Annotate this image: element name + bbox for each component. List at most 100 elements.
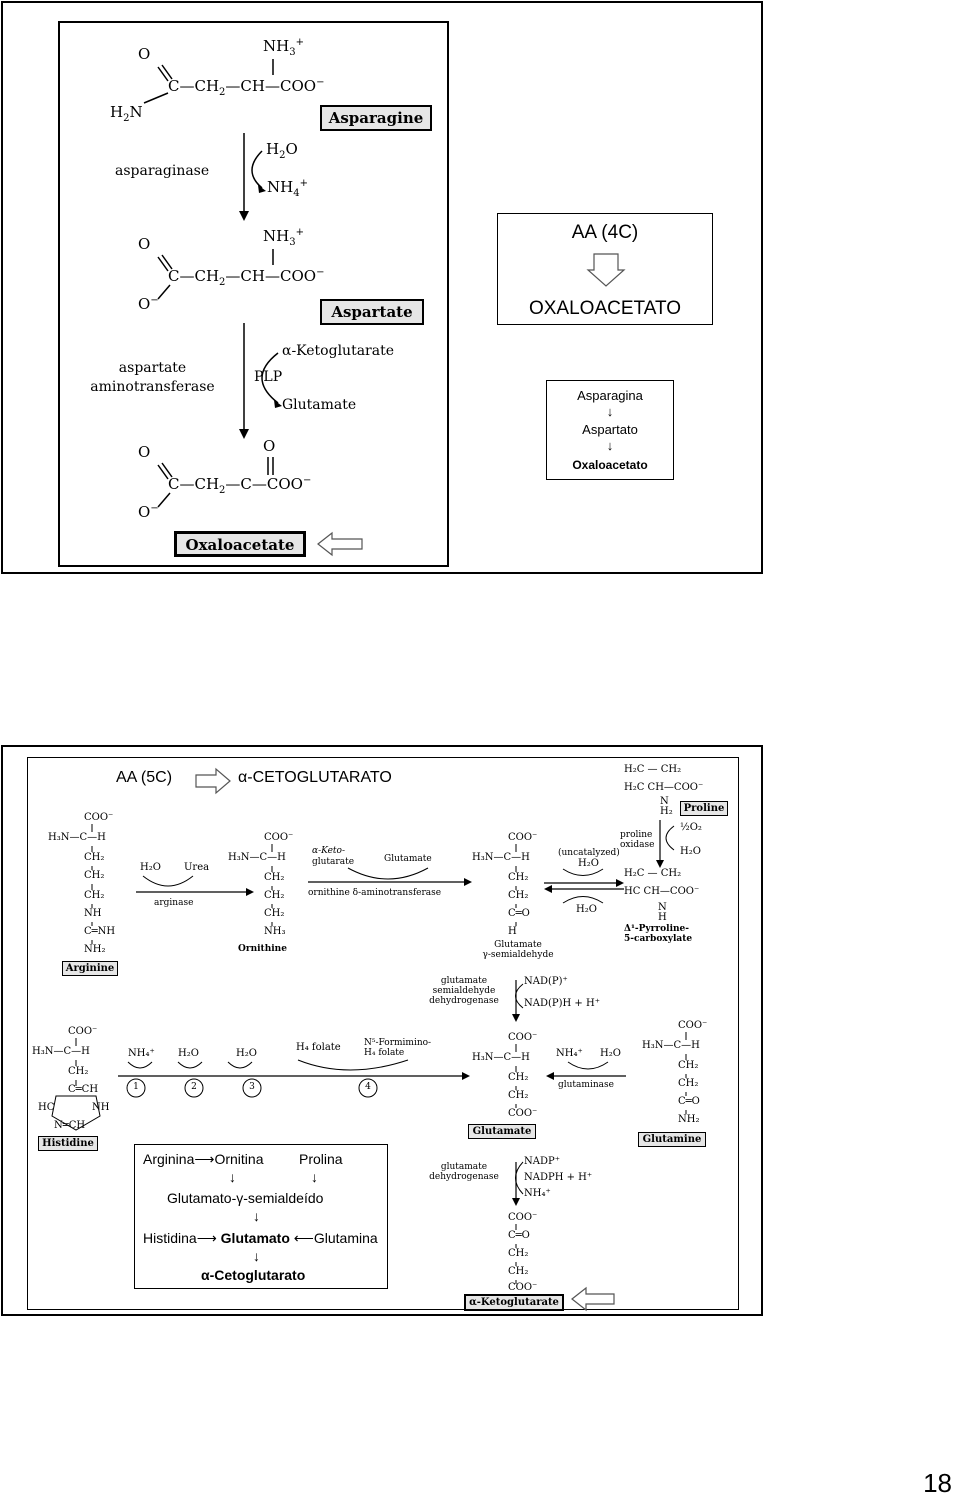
summary-histidina: Histidina: [143, 1230, 197, 1246]
gdh-enzyme: glutamate dehydrogenase: [414, 1162, 514, 1182]
p5c-ring-n: N: [658, 902, 667, 913]
glutamine-co: C═O: [678, 1096, 700, 1107]
akg-pathway-lines: [51, 820, 687, 1284]
asparagine-pathway-panel: O NH3+ C—CH2—CH—COO− H2N Asparagine aspa…: [58, 21, 449, 567]
gsadh-line3: dehydrogenase: [429, 996, 499, 1006]
step2-glutamate: Glutamate: [282, 397, 357, 413]
gsa-alpha: H₃N—C—H: [472, 852, 530, 863]
oxaloacetate-label: Oxaloacetate: [174, 531, 306, 557]
akg-highlight-arrow-icon: [571, 1286, 615, 1312]
asparagine-label: Asparagine: [320, 105, 432, 131]
slide-alpha-ketoglutarate: AA (5C) α-CETOGLUTARATO: [1, 745, 763, 1316]
ornithine-nh3: NH₃: [264, 926, 286, 937]
gsa-coo: COO⁻: [508, 832, 538, 843]
histidine-coo: COO⁻: [68, 1026, 98, 1037]
summary-arrow-pro-icon: ↓: [311, 1169, 318, 1185]
oxaloacetate-c2: C: [240, 475, 252, 493]
prox-line2: oxidase: [620, 840, 655, 850]
p5c-label-line1: Δ¹-Pyrroline-: [624, 924, 689, 934]
aspartate-nh3-sup: +: [295, 227, 304, 238]
gsadh-in: NAD(P)⁺: [524, 976, 568, 987]
akg-ch2a: CH₂: [508, 1248, 529, 1259]
oat-akg-line1: α-Keto-: [312, 846, 346, 856]
glutamate-ch2a: CH₂: [508, 1072, 529, 1083]
aspartate-o-bottom: O−: [138, 295, 159, 313]
akg-co: C═O: [508, 1230, 530, 1241]
step1-h2o-h: H: [266, 140, 280, 158]
gsa-ch2a: CH₂: [508, 872, 529, 883]
glutamate-coo2: COO⁻: [508, 1108, 538, 1119]
ornithine-coo: COO⁻: [264, 832, 294, 843]
asparagine-nh3-text: NH: [263, 37, 290, 55]
down-hollow-arrow-icon: [586, 253, 626, 287]
glutaminase-enzyme: glutaminase: [558, 1080, 614, 1090]
oxaloacetate-o-keto: O: [263, 437, 276, 455]
proline-ring-mid: H₂C CH—COO⁻: [624, 782, 704, 793]
oxaloacetate-c: C: [168, 475, 180, 493]
arginine-label: Arginine: [62, 961, 118, 976]
oxaloacetate-o-top: O: [138, 443, 151, 461]
prox-o2: ½O₂: [680, 822, 702, 833]
aa4c-title: AA (4C): [571, 222, 639, 243]
aminotransferase-line2: aminotransferase: [90, 379, 215, 395]
asparagine-ch: CH: [240, 77, 265, 95]
aa4c-title-box: AA (4C) OXALOACETATO: [497, 213, 713, 325]
arginine-guan: C═NH: [84, 926, 116, 937]
ornithine-alpha: H₃N—C—H: [228, 852, 286, 863]
his-formimino-line1: N⁵-Formimino-: [364, 1038, 432, 1048]
his-nh4: NH₄⁺: [128, 1048, 155, 1059]
oat-glutamate: Glutamate: [384, 854, 432, 864]
gsa-h: H: [508, 926, 517, 937]
his-step-1: 1: [133, 1082, 139, 1092]
right-hollow-arrow-icon: [195, 767, 231, 795]
histidine-ring-top: C═CH: [68, 1084, 99, 1095]
aspartate-nh3-text: NH: [263, 227, 290, 245]
summary-gln-arrow-icon: ⟵: [293, 1230, 314, 1246]
pathway-bonds: [143, 59, 282, 508]
aspartate-c: C: [168, 267, 180, 285]
aspartate-ch: CH: [240, 267, 265, 285]
oxaloacetate-chain: C—CH2—C—COO−: [168, 475, 312, 496]
step1-h2o-o: O: [285, 140, 298, 158]
gdh-in: NADP⁺: [524, 1156, 560, 1167]
asparagine-nh3: NH3+: [263, 37, 304, 58]
aspartate-label: Aspartate: [320, 299, 424, 325]
ornithine-label: Ornithine: [238, 944, 287, 954]
asparagine-nh3-sub: 3: [289, 47, 296, 58]
page-number: 18: [923, 1468, 952, 1498]
summary-arg-row: Arginina⟶Ornitina: [143, 1151, 263, 1168]
aa5c-header-left: AA (5C): [116, 769, 173, 786]
summary-ornitina: Ornitina: [214, 1151, 264, 1167]
summary-akg: α-Cetoglutarato: [201, 1267, 306, 1283]
gsa-label-line2: γ-semialdehyde: [482, 950, 554, 960]
akg-coo2: COO⁻: [508, 1282, 538, 1293]
summary-asparagina: Asparagina: [577, 388, 643, 403]
gsadh-out: NAD(P)H + H⁺: [524, 998, 600, 1009]
gdh-out1: NADPH + H⁺: [524, 1172, 593, 1183]
arginine-coo: COO⁻: [84, 812, 114, 823]
glutamine-ch2a: CH₂: [678, 1060, 699, 1071]
akg-summary-box: Arginina⟶Ornitina Prolina ↓ ↓ Glutamato-…: [134, 1144, 388, 1289]
asparagine-h2n-n: N: [129, 103, 143, 121]
proline-ring-nh2: H₂: [660, 806, 673, 817]
gsadh-enzyme: glutamate semialdehyde dehydrogenase: [414, 976, 514, 1006]
gsa-ch2b: CH₂: [508, 890, 529, 901]
glutamine-alpha: H₃N—C—H: [642, 1040, 700, 1051]
histidine-label: Histidine: [38, 1136, 98, 1151]
oxaloacetate-o-bottom-text: O: [138, 503, 151, 521]
gdh-line2: dehydrogenase: [429, 1172, 499, 1182]
akg-coo: COO⁻: [508, 1212, 538, 1223]
aspartate-o-top: O: [138, 235, 151, 253]
arginase-urea: Urea: [184, 862, 210, 873]
summary-prolina: Prolina: [299, 1151, 343, 1167]
gsa-cho: C═O: [508, 908, 530, 919]
step1-h2o: H2O: [266, 140, 298, 161]
slide-asparagine: O NH3+ C—CH2—CH—COO− H2N Asparagine aspa…: [1, 1, 763, 574]
asparagine-h2n: H2N: [110, 103, 143, 124]
arginine-nh: NH: [84, 908, 102, 919]
his-h2o-a: H₂O: [178, 1048, 199, 1059]
akg-label: α-Ketoglutarate: [464, 1294, 564, 1311]
highlight-arrow-icon: [317, 531, 363, 557]
summary-his-row: Histidina⟶ Glutamato ⟵Glutamina: [143, 1230, 378, 1247]
aspartate-nh3-sub: 3: [289, 237, 296, 248]
